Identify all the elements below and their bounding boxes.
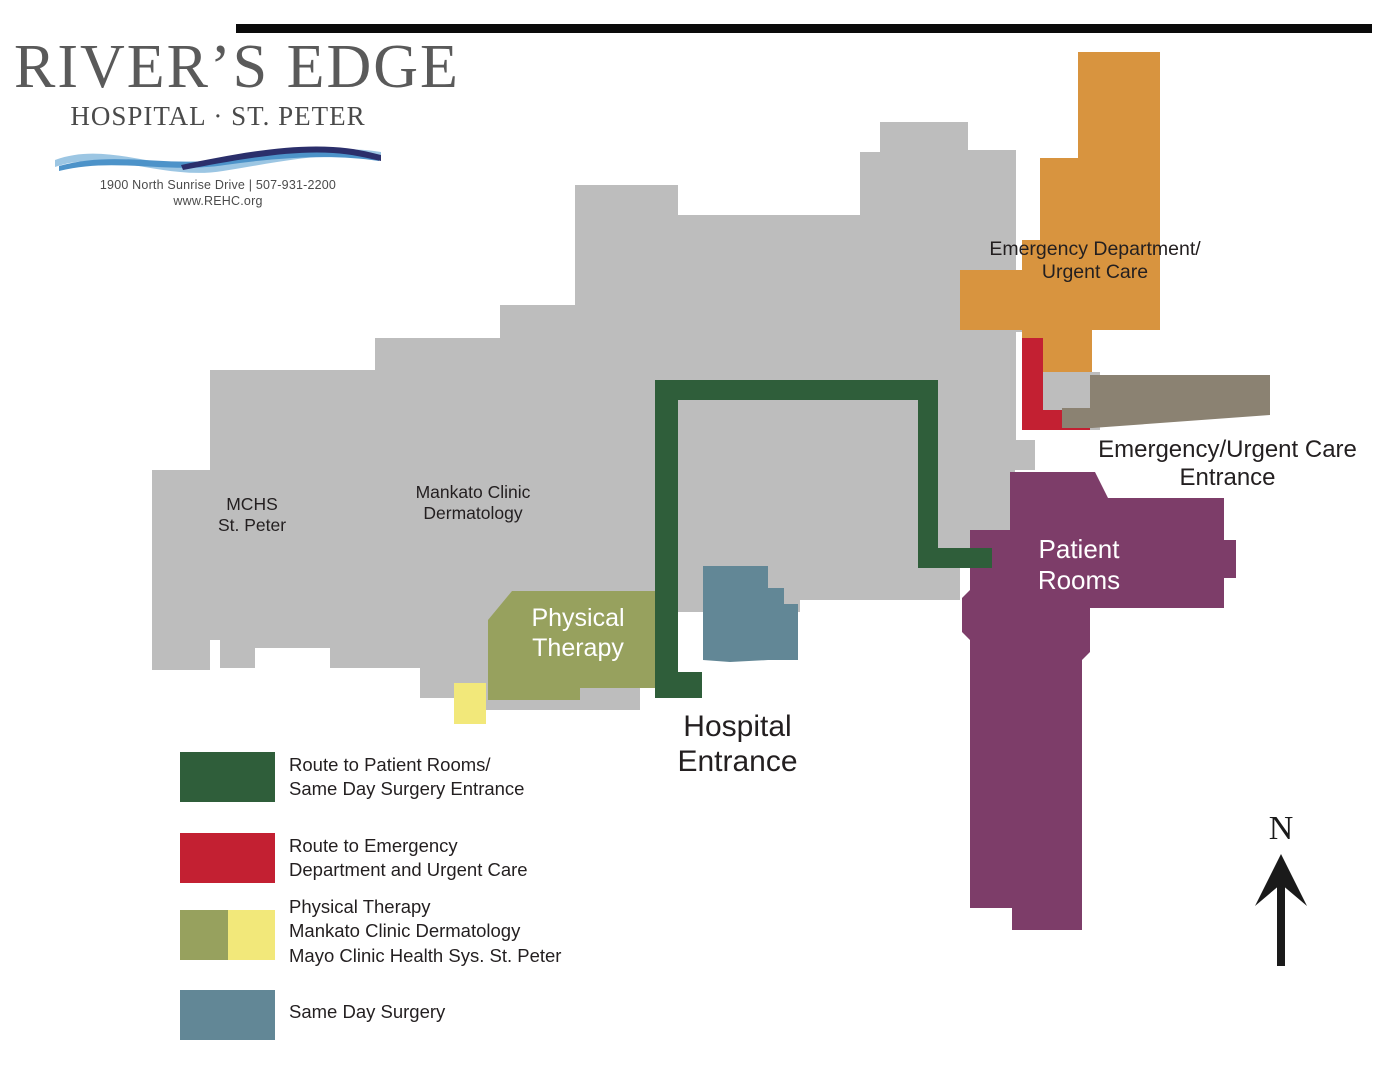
- logo-wave-graphic: [55, 146, 381, 174]
- legend-swatch-clinics: [180, 910, 275, 960]
- logo-subtitle: HOSPITAL · ST. PETER: [70, 101, 366, 132]
- zone-same-day-surgery: [703, 566, 798, 662]
- legend-swatch-green-route: [180, 752, 275, 802]
- map-label-emergency-department: Emergency Department/ Urgent Care: [989, 238, 1201, 283]
- legend-swatch-red-route: [180, 833, 275, 883]
- logo-address: 1900 North Sunrise Drive | 507-931-2200: [99, 178, 337, 193]
- header-rule: [236, 24, 1372, 33]
- map-label-mankato-clinic-dermatology: Mankato Clinic Dermatology: [415, 482, 531, 523]
- map-label-hospital-entrance: Hospital Entrance: [677, 710, 798, 779]
- zone-physical-therapy: [488, 591, 655, 700]
- map-label-patient-rooms: Patient Rooms: [1037, 534, 1121, 595]
- legend-item-red-route: Route to Emergency Department and Urgent…: [180, 833, 528, 883]
- legend-item-clinics: Physical Therapy Mankato Clinic Dermatol…: [180, 896, 561, 968]
- hospital-logo: RIVER’S EDGE HOSPITAL · ST. PETER 1900 N…: [14, 33, 460, 209]
- route-emergency-red: [1022, 338, 1090, 430]
- zone-emergency-department: [960, 52, 1160, 372]
- logo-wordmark: RIVER’S EDGE: [14, 33, 460, 101]
- building-gray-nub-southwest: [152, 610, 210, 670]
- building-gray-main: [152, 122, 1050, 710]
- compass-north-label: N: [1268, 810, 1294, 847]
- legend-label-green-route: Route to Patient Rooms/ Same Day Surgery…: [289, 754, 525, 800]
- zone-patient-rooms: [962, 472, 1236, 930]
- driveway-emergency-entrance: [1062, 375, 1270, 428]
- map-label-mchs-st-peter: MCHS St. Peter: [217, 494, 287, 535]
- map-label-emergency-entrance: Emergency/Urgent Care Entrance: [1098, 436, 1357, 492]
- legend-item-green-route: Route to Patient Rooms/ Same Day Surgery…: [180, 752, 524, 802]
- legend-swatch-same-day-surgery: [180, 990, 275, 1040]
- legend-label-red-route: Route to Emergency Department and Urgent…: [289, 835, 528, 881]
- route-patient-rooms-green: [655, 380, 992, 698]
- legend-item-same-day-surgery: Same Day Surgery: [180, 990, 445, 1040]
- map-label-physical-therapy: Physical Therapy: [531, 604, 625, 662]
- legend-label-clinics: Physical Therapy Mankato Clinic Dermatol…: [289, 896, 562, 966]
- logo-website: www.REHC.org: [173, 193, 263, 208]
- zone-mayo-clinic: [454, 683, 486, 724]
- legend-label-same-day-surgery: Same Day Surgery: [289, 1001, 446, 1022]
- compass-rose: N: [1240, 810, 1322, 966]
- north-arrow-icon: [1255, 854, 1307, 966]
